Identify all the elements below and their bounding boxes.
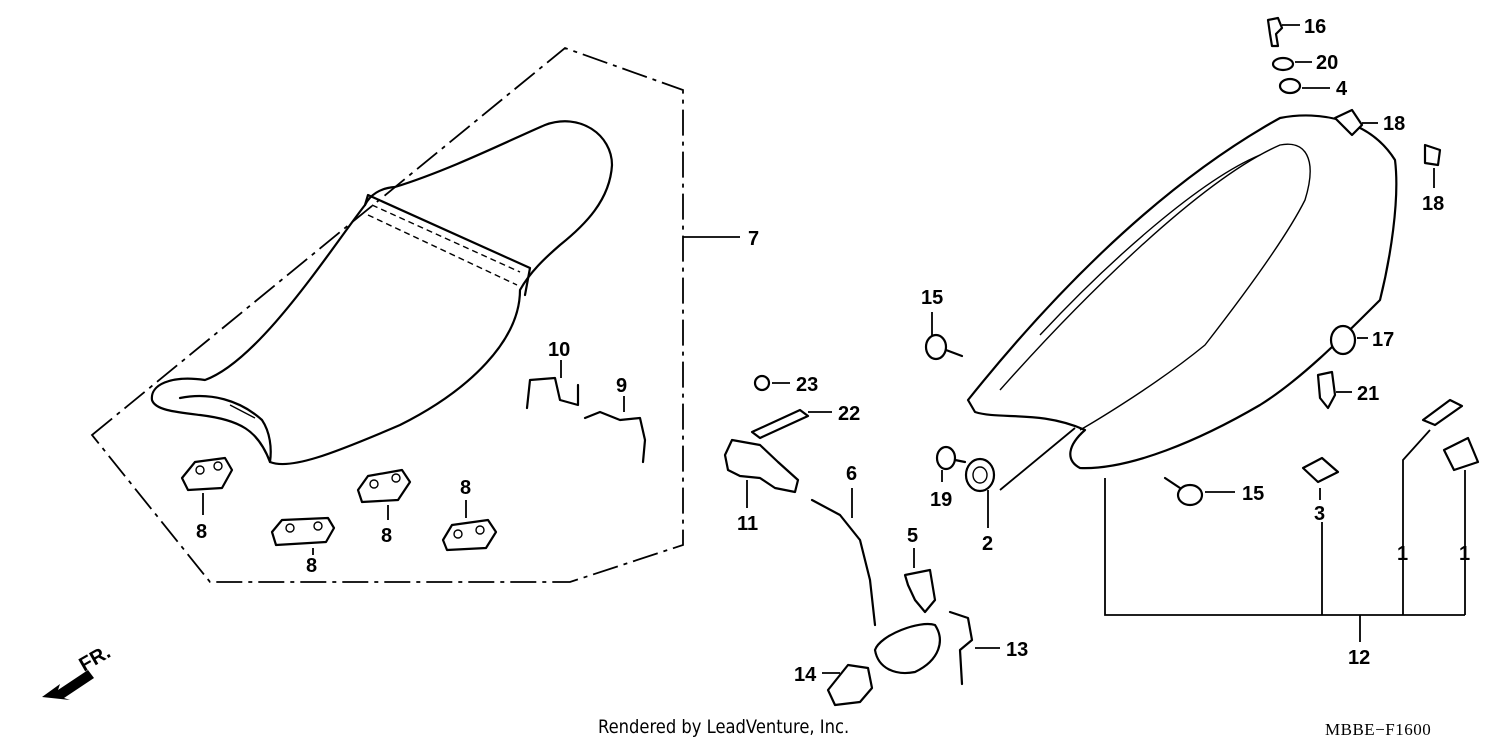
direction-label: FR. <box>76 641 115 676</box>
callout-1a: 1 <box>1397 543 1408 565</box>
callout-8c: 8 <box>381 525 392 547</box>
grommet-2 <box>964 457 996 493</box>
callout-21: 21 <box>1357 383 1379 405</box>
rivet-17 <box>1329 324 1357 356</box>
callout-8d: 8 <box>460 477 471 499</box>
callout-15a: 15 <box>921 287 943 309</box>
callout-8a: 8 <box>196 521 207 543</box>
emblem-1a <box>1421 398 1464 427</box>
nut-4 <box>1278 77 1302 95</box>
callout-22: 22 <box>838 403 860 425</box>
lock-holder-14 <box>826 663 874 707</box>
plate-22 <box>750 408 810 440</box>
seat-cushion-a <box>180 456 234 492</box>
seat-cushion-c <box>356 468 412 504</box>
bolt-23 <box>753 374 771 392</box>
callout-15b: 15 <box>1242 483 1264 505</box>
callout-23: 23 <box>796 374 818 396</box>
callout-9: 9 <box>616 375 627 397</box>
callout-18b: 18 <box>1422 193 1444 215</box>
seat-group-boundary <box>90 46 684 583</box>
callout-7: 7 <box>748 228 759 250</box>
callout-6: 6 <box>846 463 857 485</box>
callout-11: 11 <box>737 513 758 535</box>
seat <box>150 120 614 466</box>
seat-bracket-9 <box>583 410 647 464</box>
emblem-3 <box>1301 456 1340 484</box>
clip-21 <box>1316 370 1337 410</box>
callout-17: 17 <box>1372 329 1394 351</box>
seat-lock-cable-6 <box>810 498 877 627</box>
callout-5: 5 <box>907 525 918 547</box>
callout-18a: 18 <box>1383 113 1405 135</box>
callout-19: 19 <box>930 489 952 511</box>
seat-bracket-10 <box>525 376 580 410</box>
credit-text: Rendered by LeadVenture, Inc. <box>598 716 850 738</box>
seat-cushion-b <box>270 516 336 547</box>
callout-16: 16 <box>1304 16 1326 38</box>
callout-10: 10 <box>548 339 570 361</box>
diagram-code: MBBE−F1600 <box>1325 720 1432 739</box>
callout-3: 3 <box>1314 503 1325 525</box>
seat-lock-bracket-11 <box>723 438 800 494</box>
leader-lines <box>202 24 1466 674</box>
callout-1b: 1 <box>1459 543 1470 565</box>
bolt-15-right <box>1163 476 1204 507</box>
callout-8b: 8 <box>306 555 317 577</box>
key-cylinder-13 <box>873 610 974 686</box>
callout-13: 13 <box>1006 639 1028 661</box>
screw-16 <box>1266 16 1284 48</box>
emblem-1b <box>1442 436 1480 472</box>
clip-5 <box>903 568 937 614</box>
collar-19 <box>935 445 967 471</box>
clip-nut-18-side <box>1423 143 1442 167</box>
clip-nut-18-top <box>1333 108 1364 137</box>
callout-14: 14 <box>794 664 817 686</box>
seat-cushion-d <box>441 518 498 552</box>
callout-20: 20 <box>1316 52 1338 74</box>
callouts: 7 10 9 8 8 8 8 23 22 6 11 5 13 14 15 15 … <box>196 16 1470 686</box>
bolt-15-left <box>924 333 964 361</box>
rear-cowl <box>966 114 1398 470</box>
callout-12: 12 <box>1348 647 1370 669</box>
callout-4: 4 <box>1336 78 1348 100</box>
washer-20 <box>1271 56 1295 72</box>
callout-2: 2 <box>982 533 993 555</box>
front-direction-arrow-icon: FR. <box>42 641 114 700</box>
